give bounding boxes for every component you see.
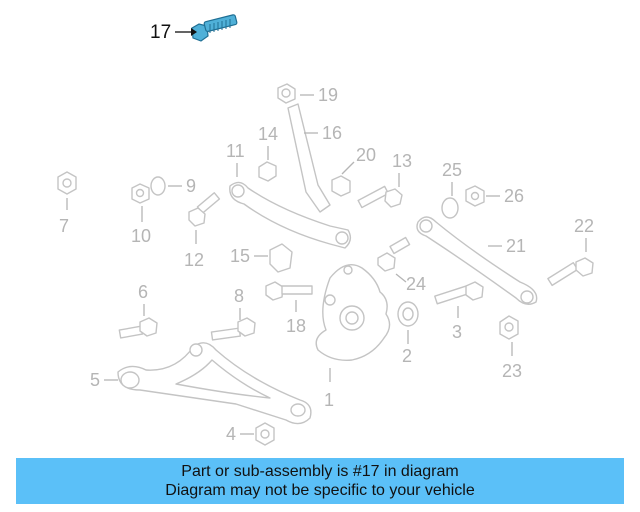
callout-12[interactable]: 12 (184, 250, 204, 270)
callout-15[interactable]: 15 (230, 246, 250, 266)
part-19-nut[interactable] (277, 83, 296, 104)
callout-8[interactable]: 8 (234, 286, 244, 306)
part-6-bolt[interactable] (118, 317, 158, 339)
callout-16[interactable]: 16 (322, 123, 342, 143)
part-14-nut[interactable] (258, 161, 277, 182)
callout-21[interactable]: 21 (506, 236, 526, 256)
part-7-nut[interactable] (57, 171, 77, 195)
part-24-bolt[interactable] (377, 236, 411, 272)
part-16-link[interactable] (287, 103, 331, 213)
callout-18[interactable]: 18 (286, 316, 306, 336)
callout-11[interactable]: 11 (226, 141, 245, 161)
part-10-nut[interactable] (131, 183, 150, 204)
callout-3[interactable]: 3 (452, 322, 462, 342)
callout-22[interactable]: 22 (574, 216, 594, 236)
callout-10[interactable]: 10 (131, 226, 151, 246)
part-23-nut[interactable] (499, 315, 519, 340)
part-3-bolt[interactable] (434, 281, 484, 305)
part-18-bolt[interactable] (265, 281, 313, 301)
part-17-bolt[interactable] (191, 14, 238, 42)
callout-25[interactable]: 25 (442, 160, 462, 180)
part-22-bolt[interactable] (547, 257, 594, 287)
part-20-nut[interactable] (331, 175, 351, 197)
part-13-bolt[interactable] (357, 185, 403, 209)
part-1-knuckle[interactable] (315, 264, 391, 361)
part-15-bracket[interactable] (269, 243, 293, 273)
part-2-bushing[interactable] (397, 301, 419, 327)
part-9-oring[interactable] (150, 176, 166, 196)
part-25-washer[interactable] (441, 197, 459, 219)
banner-line-1: Part or sub-assembly is #17 in diagram (181, 463, 459, 480)
callout-20[interactable]: 20 (356, 145, 376, 165)
callout-13[interactable]: 13 (392, 151, 412, 171)
callout-1[interactable]: 1 (324, 390, 334, 410)
callout-26[interactable]: 26 (504, 186, 524, 206)
callout-17[interactable]: 17 (150, 22, 171, 43)
callout-24[interactable]: 24 (406, 274, 426, 294)
part-26-nut[interactable] (465, 185, 485, 207)
callout-6[interactable]: 6 (138, 282, 148, 302)
part-12-bolt[interactable] (188, 192, 221, 227)
part-21-arm[interactable] (416, 216, 538, 305)
banner-line-2: Diagram may not be specific to your vehi… (165, 482, 475, 499)
part-11-arm[interactable] (229, 181, 352, 249)
callout-7[interactable]: 7 (59, 216, 69, 236)
info-banner: Part or sub-assembly is #17 in diagram D… (16, 458, 624, 504)
callout-2[interactable]: 2 (402, 346, 412, 366)
callout-4[interactable]: 4 (226, 424, 236, 444)
callout-19[interactable]: 19 (318, 85, 338, 105)
callout-23[interactable]: 23 (502, 361, 522, 381)
part-4-nut[interactable] (255, 422, 275, 446)
part-8-bolt[interactable] (210, 317, 256, 341)
part-5-lower-arm[interactable] (117, 342, 312, 425)
callout-14[interactable]: 14 (258, 124, 278, 144)
callout-9[interactable]: 9 (186, 176, 196, 196)
callout-5[interactable]: 5 (90, 370, 100, 390)
